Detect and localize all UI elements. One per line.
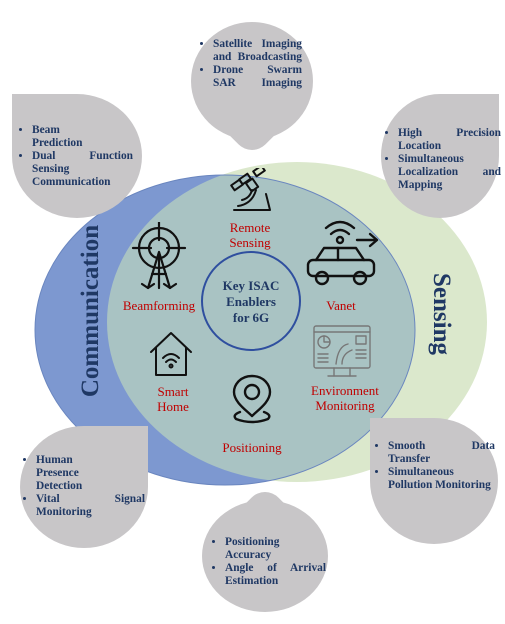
bubble-top-left-shape — [12, 94, 142, 218]
center-title: Key ISAC Enablers for 6G — [204, 278, 298, 326]
bubble-bottom-left-list: Human Presence Detection Vital Signal Mo… — [25, 454, 145, 519]
bubble-bottom-right-list: Smooth Data Transfer Simultaneous Pollut… — [377, 440, 495, 492]
bubble-bottom-right-item-1: Smooth Data Transfer — [388, 440, 495, 466]
bubble-bottom-item-2: Angle of Arrival Estimation — [225, 562, 326, 588]
bubble-top-right-item-2: Simultaneous Localization and Mapping — [398, 153, 501, 192]
center-title-line-3: for 6G — [232, 310, 270, 325]
bubble-bottom-item-1: Positioning Accuracy — [225, 536, 295, 562]
bubble-top-left-item-2: Dual Function Sensing Communication — [32, 150, 133, 189]
monitor-dashboard-icon — [313, 325, 371, 377]
vanet-label: Vanet — [326, 298, 356, 313]
bubble-top-item-2: Drone Swarm SAR Imaging — [213, 64, 302, 90]
bubble-top-left-list: Beam Prediction Dual Function Sensing Co… — [21, 124, 133, 189]
center-circle — [201, 251, 301, 351]
smart-home-icon — [150, 332, 192, 376]
antenna-beam-icon — [131, 222, 187, 290]
beamforming-label: Beamforming — [122, 298, 196, 313]
environment-monitoring-line-2: Monitoring — [315, 398, 375, 413]
smart-home-line-2: Home — [157, 399, 189, 414]
communication-label: Communication — [77, 224, 104, 398]
location-pin-icon — [232, 374, 272, 424]
sensing-label: Sensing — [428, 273, 455, 355]
bubble-top-left-text: Beam Prediction Dual Function Sensing Co… — [21, 124, 133, 189]
bubble-bottom-left-shape — [20, 426, 148, 548]
smart-home-line-1: Smart — [157, 384, 189, 399]
bubble-bottom-left-text: Human Presence Detection Vital Signal Mo… — [25, 454, 145, 519]
communication-circle-outline — [34, 174, 416, 486]
satellite-icon — [230, 168, 271, 211]
bubble-top-right-item-1: High Precision Location — [398, 127, 501, 153]
connected-car-icon — [306, 220, 379, 286]
bubble-top-item-1: Satellite Imaging and Broadcasting — [213, 38, 302, 64]
bubble-top-list: Satellite Imaging and Broadcasting Drone… — [202, 38, 302, 90]
bubble-bottom-text: Positioning Accuracy Angle of Arrival Es… — [214, 536, 326, 588]
bubble-bottom-left-item-2: Vital Signal Monitoring — [36, 493, 145, 519]
bubble-top-right-shape — [381, 94, 499, 218]
remote-sensing-label: Remote Sensing — [210, 220, 290, 250]
smart-home-label: Smart Home — [138, 384, 208, 414]
environment-monitoring-label: Environment Monitoring — [290, 383, 400, 413]
bubble-top-right-text: High Precision Location Simultaneous Loc… — [387, 127, 501, 192]
bubble-top-right-list: High Precision Location Simultaneous Loc… — [387, 127, 501, 192]
remote-sensing-line-1: Remote — [229, 220, 271, 235]
bubble-bottom-right-text: Smooth Data Transfer Simultaneous Pollut… — [377, 440, 495, 492]
environment-monitoring-line-1: Environment — [311, 383, 379, 398]
bubble-top-left-item-1: Beam Prediction — [32, 124, 92, 150]
bubble-bottom-list: Positioning Accuracy Angle of Arrival Es… — [214, 536, 326, 588]
bubble-top-text: Satellite Imaging and Broadcasting Drone… — [202, 38, 302, 90]
center-title-line-2: Enablers — [226, 294, 276, 309]
center-title-line-1: Key ISAC — [222, 278, 280, 293]
bubble-bottom-left-item-1: Human Presence Detection — [36, 454, 106, 493]
bubble-bottom-right-shape — [370, 418, 498, 544]
positioning-label: Positioning — [222, 440, 282, 455]
bubble-bottom-right-item-2: Simultaneous Pollution Monitoring — [388, 466, 495, 492]
remote-sensing-line-2: Sensing — [229, 235, 271, 250]
